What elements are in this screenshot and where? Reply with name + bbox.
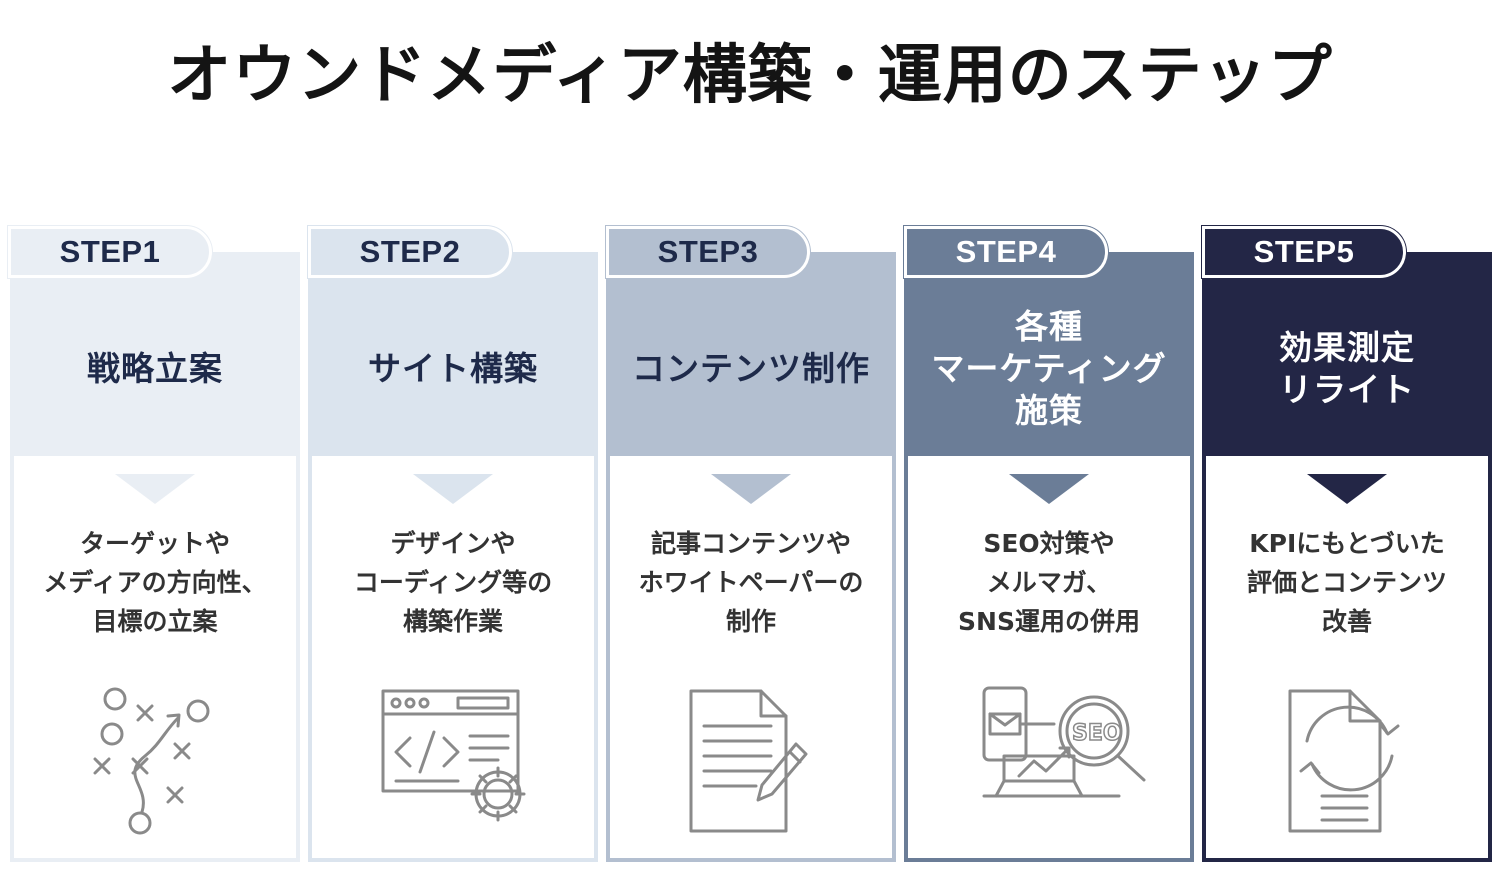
step-description: デザインや コーディング等の 構築作業 (353, 529, 553, 636)
step-tab-3: STEP3 (606, 226, 810, 278)
step-header: 効果測定 リライト (1206, 256, 1488, 456)
document-refresh-icon (1242, 686, 1452, 836)
step-card-5: 効果測定 リライト KPIにもとづいた 評価とコンテンツ 改善 (1202, 252, 1492, 862)
page-title: オウンドメディア構築・運用のステップ (167, 39, 1333, 113)
step-card-1: 戦略立案 ターゲットや メディアの方向性、 目標の立案 (10, 252, 300, 862)
step-description: SEO対策や メルマガ、 SNS運用の併用 (958, 529, 1140, 636)
down-arrow-icon (1307, 474, 1387, 504)
seo-marketing-icon: SEO (944, 686, 1154, 836)
code-window-gear-icon (348, 686, 558, 836)
step-header: サイト構築 (312, 256, 594, 456)
step-description: KPIにもとづいた 評価とコンテンツ 改善 (1246, 529, 1447, 636)
step-heading: コンテンツ制作 (632, 349, 870, 388)
down-arrow-icon (413, 474, 493, 504)
step-heading: サイト構築 (368, 349, 538, 388)
step-heading: 戦略立案 (87, 349, 223, 388)
step-description: ターゲットや メディアの方向性、 目標の立案 (43, 529, 267, 636)
document-pen-icon (646, 686, 856, 836)
step-tab-2: STEP2 (308, 226, 512, 278)
step-card-3: コンテンツ制作 記事コンテンツや ホワイトペーパーの 制作 (606, 252, 896, 862)
step-header: 各種 マーケティング 施策 (908, 256, 1190, 456)
step-header: コンテンツ制作 (610, 256, 892, 456)
down-arrow-icon (711, 474, 791, 504)
step-tab-1: STEP1 (8, 226, 212, 278)
step-card-2: サイト構築 デザインや コーディング等の 構築作業 (308, 252, 598, 862)
step-heading: 各種 マーケティング 施策 (931, 307, 1167, 430)
step-heading: 効果測定 リライト (1279, 328, 1415, 409)
step-card-4: 各種 マーケティング 施策 SEO対策や メルマガ、 SNS運用の併用 SEO (904, 252, 1194, 862)
down-arrow-icon (115, 474, 195, 504)
step-header: 戦略立案 (14, 256, 296, 456)
strategy-play-icon (50, 686, 260, 836)
svg-text:SEO: SEO (1072, 721, 1122, 746)
down-arrow-icon (1009, 474, 1089, 504)
step-description: 記事コンテンツや ホワイトペーパーの 制作 (638, 529, 864, 636)
step-tab-4: STEP4 (904, 226, 1108, 278)
step-tab-5: STEP5 (1202, 226, 1406, 278)
